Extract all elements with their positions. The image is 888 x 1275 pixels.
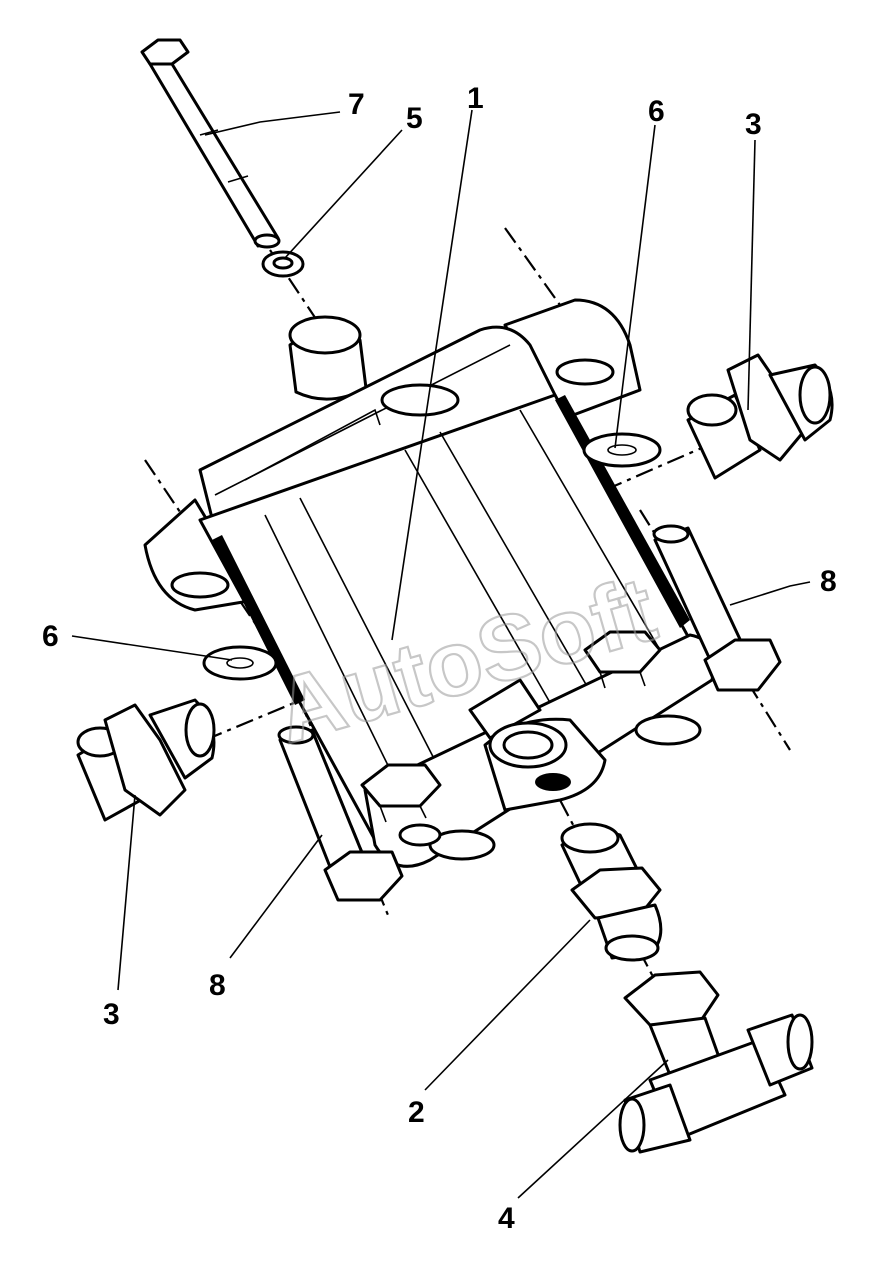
leader-6a xyxy=(614,124,656,449)
callout-6-left: 6 xyxy=(42,620,59,653)
tee-fitting xyxy=(618,970,814,1154)
callout-5: 5 xyxy=(406,102,423,135)
union-fitting-right xyxy=(686,353,834,480)
pump-housing xyxy=(143,298,716,868)
callout-3-lower: 3 xyxy=(103,998,120,1031)
callout-8-left: 8 xyxy=(209,969,226,1002)
leader-2 xyxy=(424,919,591,1091)
flange-washer-right xyxy=(582,432,662,468)
axis-right-upper xyxy=(504,227,561,306)
callout-labels: 7 5 1 6 3 8 6 3 8 2 4 xyxy=(42,82,837,1235)
callout-2: 2 xyxy=(408,1096,425,1129)
callout-7: 7 xyxy=(348,88,365,121)
callout-1: 1 xyxy=(467,82,484,115)
leader-6b xyxy=(71,635,233,661)
leader-3b xyxy=(117,794,136,991)
leader-3a xyxy=(747,139,756,411)
washer xyxy=(261,250,305,278)
callout-3-upper: 3 xyxy=(745,108,762,141)
leader-7 xyxy=(204,111,341,136)
callout-4: 4 xyxy=(498,1202,515,1235)
flange-washer-left xyxy=(202,645,278,681)
long-bolt xyxy=(140,38,281,249)
leader-5 xyxy=(284,129,403,259)
adapter-fitting xyxy=(560,822,663,962)
leader-lines xyxy=(71,109,811,1199)
union-fitting-left xyxy=(76,698,216,822)
leader-4 xyxy=(517,1059,669,1199)
bolt-left xyxy=(277,725,404,902)
leader-1 xyxy=(391,109,473,641)
leader-8b xyxy=(229,834,323,959)
bolt-right xyxy=(652,524,782,692)
callout-6-upper: 6 xyxy=(648,95,665,128)
callout-8-right: 8 xyxy=(820,565,837,598)
leader-8a xyxy=(729,581,811,606)
